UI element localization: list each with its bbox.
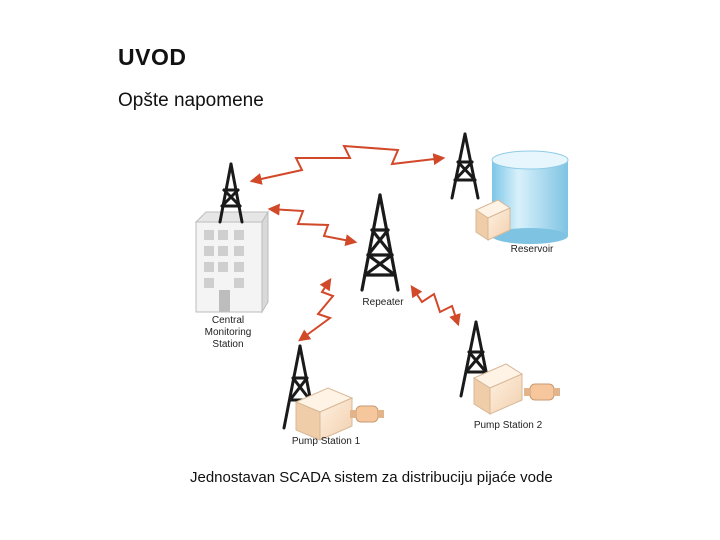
label-central-line3: Station xyxy=(212,339,243,350)
pump-1-icon xyxy=(350,405,384,423)
label-central-line2: Monitoring xyxy=(205,327,252,338)
radio-links xyxy=(249,144,461,342)
label-reservoir: Reservoir xyxy=(511,244,554,255)
link-central-repeater xyxy=(267,203,358,247)
reservoir-rtu-box-icon xyxy=(474,199,512,241)
link-central-reservoir xyxy=(249,144,446,185)
label-pump-station-1: Pump Station 1 xyxy=(292,436,361,447)
label-pump-station-2: Pump Station 2 xyxy=(474,420,543,431)
tower-central-icon xyxy=(218,162,244,224)
link-central-pump1 xyxy=(298,278,335,342)
tower-pump2-icon xyxy=(459,320,493,398)
central-building xyxy=(194,210,269,314)
pump-station-1-box-icon xyxy=(294,387,354,441)
label-repeater: Repeater xyxy=(362,297,404,308)
tower-reservoir-icon xyxy=(450,132,480,200)
tower-repeater-icon xyxy=(360,193,400,292)
link-repeater-pump2 xyxy=(410,285,461,327)
slide-title: UVOD xyxy=(118,44,187,70)
slide-subtitle: Opšte napomene xyxy=(118,90,264,111)
pump-station-2-box-icon xyxy=(472,363,524,415)
pump-2-icon xyxy=(524,383,560,401)
label-central-line1: Central xyxy=(212,315,244,326)
diagram-caption: Jednostavan SCADA sistem za distribuciju… xyxy=(190,469,553,486)
